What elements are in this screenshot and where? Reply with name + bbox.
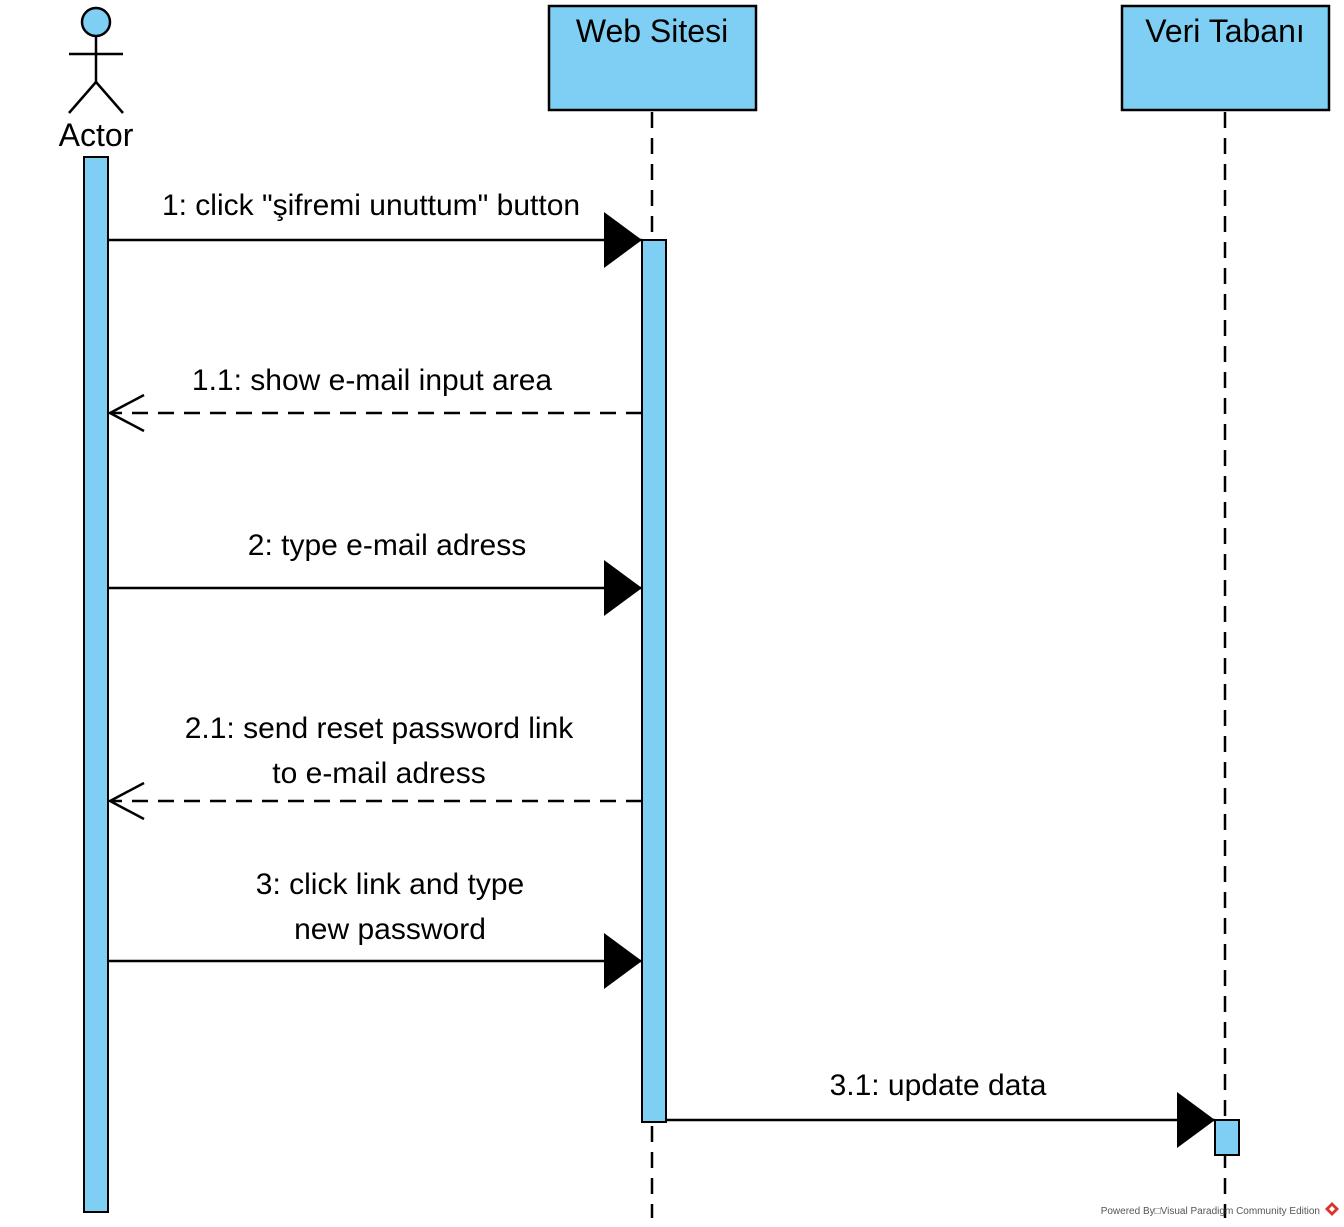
actor-activation-bar	[83, 156, 109, 1213]
message-1-1-arrowhead	[107, 393, 145, 433]
message-2-1-label-line-2: to e-mail adress	[272, 757, 485, 790]
message-2-1-arrowhead	[107, 781, 145, 821]
message-2-1-label-line-1: 2.1: send reset password link	[185, 712, 575, 745]
veri-tabani-activation-bar	[1214, 1119, 1240, 1156]
message-1-label: 1: click "şifremi unuttum" button	[162, 189, 580, 222]
message-1-1-label: 1.1: show e-mail input area	[192, 364, 553, 397]
message-3-1-label: 3.1: update data	[830, 1069, 1047, 1102]
actor-head	[80, 6, 112, 38]
lifeline-web-sitesi-box[interactable]	[547, 4, 758, 112]
lifeline-web-sitesi-label: Web Sitesi	[576, 13, 728, 49]
message-3-label-line-2: new password	[294, 913, 486, 946]
lifeline-veri-tabani-label: Veri Tabanı	[1145, 13, 1305, 49]
message-2-label: 2: type e-mail adress	[248, 529, 526, 562]
actor-figure	[68, 6, 124, 114]
web-sitesi-activation-bar	[641, 239, 667, 1123]
message-3-label-line-1: 3: click link and type	[256, 868, 524, 901]
lifeline-veri-tabani-box[interactable]	[1120, 4, 1331, 112]
actor-label: Actor	[59, 117, 134, 153]
visual-paradigm-logo-icon	[1325, 1202, 1339, 1216]
footer-watermark: Powered By□Visual Paradigm Community Edi…	[1101, 1206, 1320, 1217]
